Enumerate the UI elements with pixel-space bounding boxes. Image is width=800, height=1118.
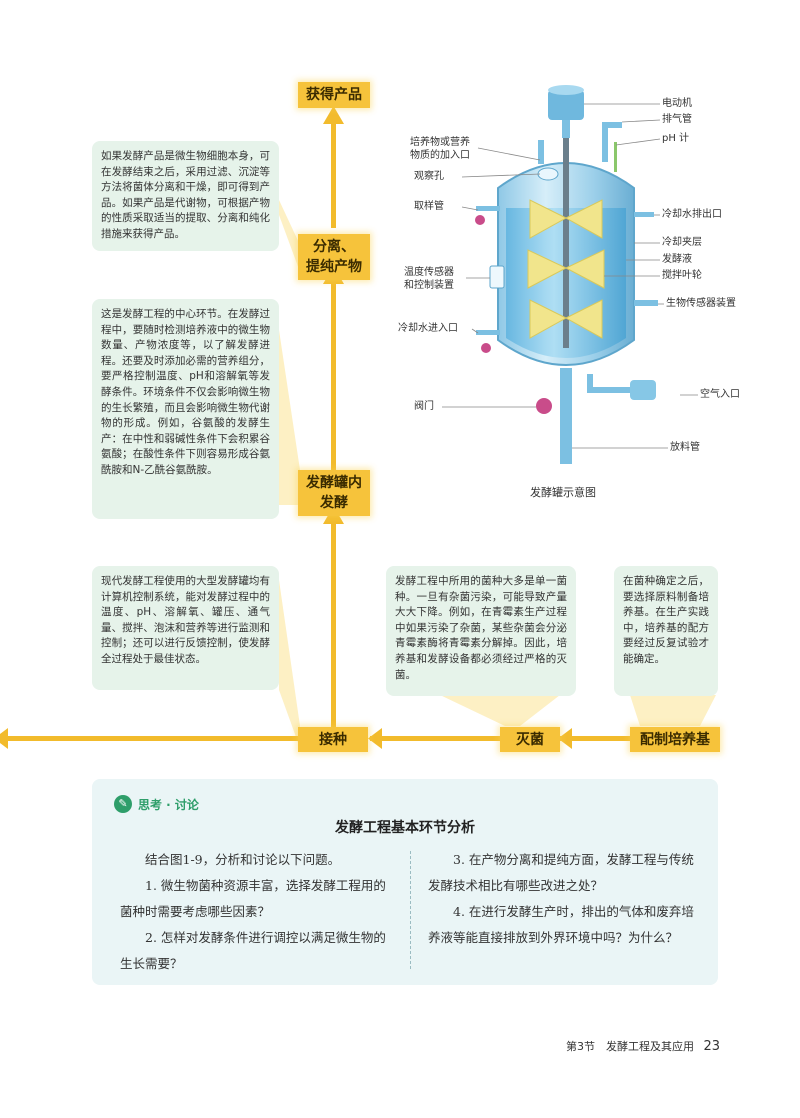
fermenter-diagram	[475, 85, 658, 464]
discussion-right-column: 3. 在产物分离和提纯方面，发酵工程与传统发酵技术相比有哪些改进之处？ 4. 在…	[428, 847, 700, 951]
note-sterilization-text: 发酵工程中所用的菌种大多是单一菌种。一旦有杂菌污染，可能导致产量大大下降。例如，…	[395, 575, 567, 681]
label-window: 观察孔	[414, 171, 444, 182]
label-bio-sensor: 生物传感器装置	[666, 298, 736, 309]
label-valve: 阀门	[414, 401, 434, 412]
discussion-q1: 1. 微生物菌种资源丰富，选择发酵工程用的菌种时需要考虑哪些因素？	[120, 878, 386, 919]
sampling-tube-shape	[476, 206, 500, 211]
column-divider	[410, 851, 411, 969]
note-medium: 在菌种确定之后，要选择原料制备培养基。在生产实践中，培养基的配方要经过反复试验才…	[614, 566, 718, 696]
step-medium: 配制培养基	[630, 727, 720, 752]
air-inlet-shape	[630, 380, 656, 400]
diagram-caption: 发酵罐示意图	[530, 486, 596, 499]
label-discharge: 放料管	[670, 442, 700, 453]
arrow-head-left-out	[0, 728, 8, 749]
discussion-q4: 4. 在进行发酵生产时，排出的气体和废弃培养液等能直接排放到外界环境中吗？为什么…	[428, 904, 694, 945]
callout-fan-sterilization	[440, 695, 560, 726]
discussion-badge: ✎ 思考 · 讨论	[114, 795, 199, 813]
valve-shape	[536, 398, 552, 414]
air-line-shape	[587, 374, 630, 393]
label-impeller: 搅拌叶轮	[662, 270, 702, 281]
note-fermentation-text: 这是发酵工程的中心环节。在发酵过程中，要随时检测培养液中的微生物数量、产物浓度等…	[101, 308, 270, 476]
discharge-pipe-shape	[560, 368, 572, 464]
callout-fan-separation	[279, 200, 300, 272]
coolant-out-shape	[634, 212, 654, 217]
callout-fan-inoculation	[279, 580, 300, 748]
feed-port-shape	[538, 140, 544, 164]
arrow-head-product	[323, 106, 344, 124]
note-separation-text: 如果发酵产品是微生物细胞本身，可在发酵结束之后，采用过滤、沉淀等方法将菌体分离和…	[101, 150, 270, 240]
step-product-label: 获得产品	[306, 87, 362, 103]
label-coolant-out: 冷却水排出口	[662, 209, 722, 220]
step-inoculation-label: 接种	[319, 731, 347, 748]
temp-sensor-shape	[489, 265, 505, 289]
arrow-head-sterilization	[558, 728, 572, 749]
discussion-left-column: 结合图1-9，分析和讨论以下问题。 1. 微生物菌种资源丰富，选择发酵工程用的菌…	[120, 847, 390, 977]
callout-fan-medium	[630, 695, 716, 726]
label-jacket: 冷却夹层	[662, 237, 702, 248]
step-separation: 分离、 提纯产物	[298, 234, 370, 280]
arrow-head-inoculation	[368, 728, 382, 749]
discussion-title: 发酵工程基本环节分析	[335, 820, 475, 836]
note-inoculation-text: 现代发酵工程使用的大型发酵罐均有计算机控制系统，能对发酵过程中的温度、pH、溶解…	[101, 575, 270, 665]
bio-sensor-shape	[634, 300, 658, 306]
label-motor: 电动机	[662, 98, 692, 109]
step-sterilization-label: 灭菌	[516, 731, 544, 748]
discussion-q3: 3. 在产物分离和提纯方面，发酵工程与传统发酵技术相比有哪些改进之处？	[428, 852, 694, 893]
discussion-q2: 2. 怎样对发酵条件进行调控以满足微生物的生长需要？	[120, 930, 386, 971]
step-inoculation: 接种	[298, 727, 368, 752]
label-temp-sensor: 温度传感器 和控制装置	[404, 267, 454, 291]
label-ph: pH 计	[662, 133, 690, 144]
lightbulb-icon: ✎	[114, 795, 132, 813]
step-sterilization: 灭菌	[500, 727, 560, 752]
coolant-in-shape	[476, 330, 500, 335]
page-number: 23	[703, 1039, 720, 1054]
label-air-inlet: 空气入口	[700, 389, 740, 400]
note-inoculation: 现代发酵工程使用的大型发酵罐均有计算机控制系统，能对发酵过程中的温度、pH、溶解…	[92, 566, 279, 690]
note-sterilization: 发酵工程中所用的菌种大多是单一菌种。一旦有杂菌污染，可能导致产量大大下降。例如，…	[386, 566, 576, 696]
motor-shape	[548, 90, 584, 120]
step-fermentation-label: 发酵罐内 发酵	[306, 475, 362, 511]
exhaust-pipe-shape	[602, 122, 608, 162]
label-sampling: 取样管	[414, 201, 444, 212]
shaft-shape	[563, 138, 569, 348]
label-broth: 发酵液	[662, 254, 692, 265]
callout-fan-fermentation	[279, 330, 300, 505]
step-product: 获得产品	[298, 82, 370, 108]
label-coolant-in: 冷却水进入口	[398, 323, 458, 334]
note-medium-text: 在菌种确定之后，要选择原料制备培养基。在生产实践中，培养基的配方要经过反复试验才…	[623, 575, 709, 665]
discussion-badge-label: 思考 · 讨论	[138, 797, 199, 812]
footer-section: 第3节 发酵工程及其应用	[565, 1040, 694, 1053]
label-feed: 培养物或营养 物质的加入口	[410, 137, 470, 161]
note-fermentation: 这是发酵工程的中心环节。在发酵过程中，要随时检测培养液中的微生物数量、产物浓度等…	[92, 299, 279, 519]
step-fermentation: 发酵罐内 发酵	[298, 470, 370, 516]
discussion-box: ✎ 思考 · 讨论 发酵工程基本环节分析 结合图1-9，分析和讨论以下问题。 1…	[92, 779, 718, 985]
ph-probe-shape	[614, 142, 617, 172]
step-medium-label: 配制培养基	[640, 731, 710, 748]
note-separation: 如果发酵产品是微生物细胞本身，可在发酵结束之后，采用过滤、沉淀等方法将菌体分离和…	[92, 141, 279, 251]
discussion-intro: 结合图1-9，分析和讨论以下问题。	[145, 852, 341, 867]
label-exhaust: 排气管	[662, 114, 692, 125]
page-footer: 第3节 发酵工程及其应用 23	[520, 1038, 720, 1054]
step-separation-label: 分离、 提纯产物	[306, 239, 362, 275]
